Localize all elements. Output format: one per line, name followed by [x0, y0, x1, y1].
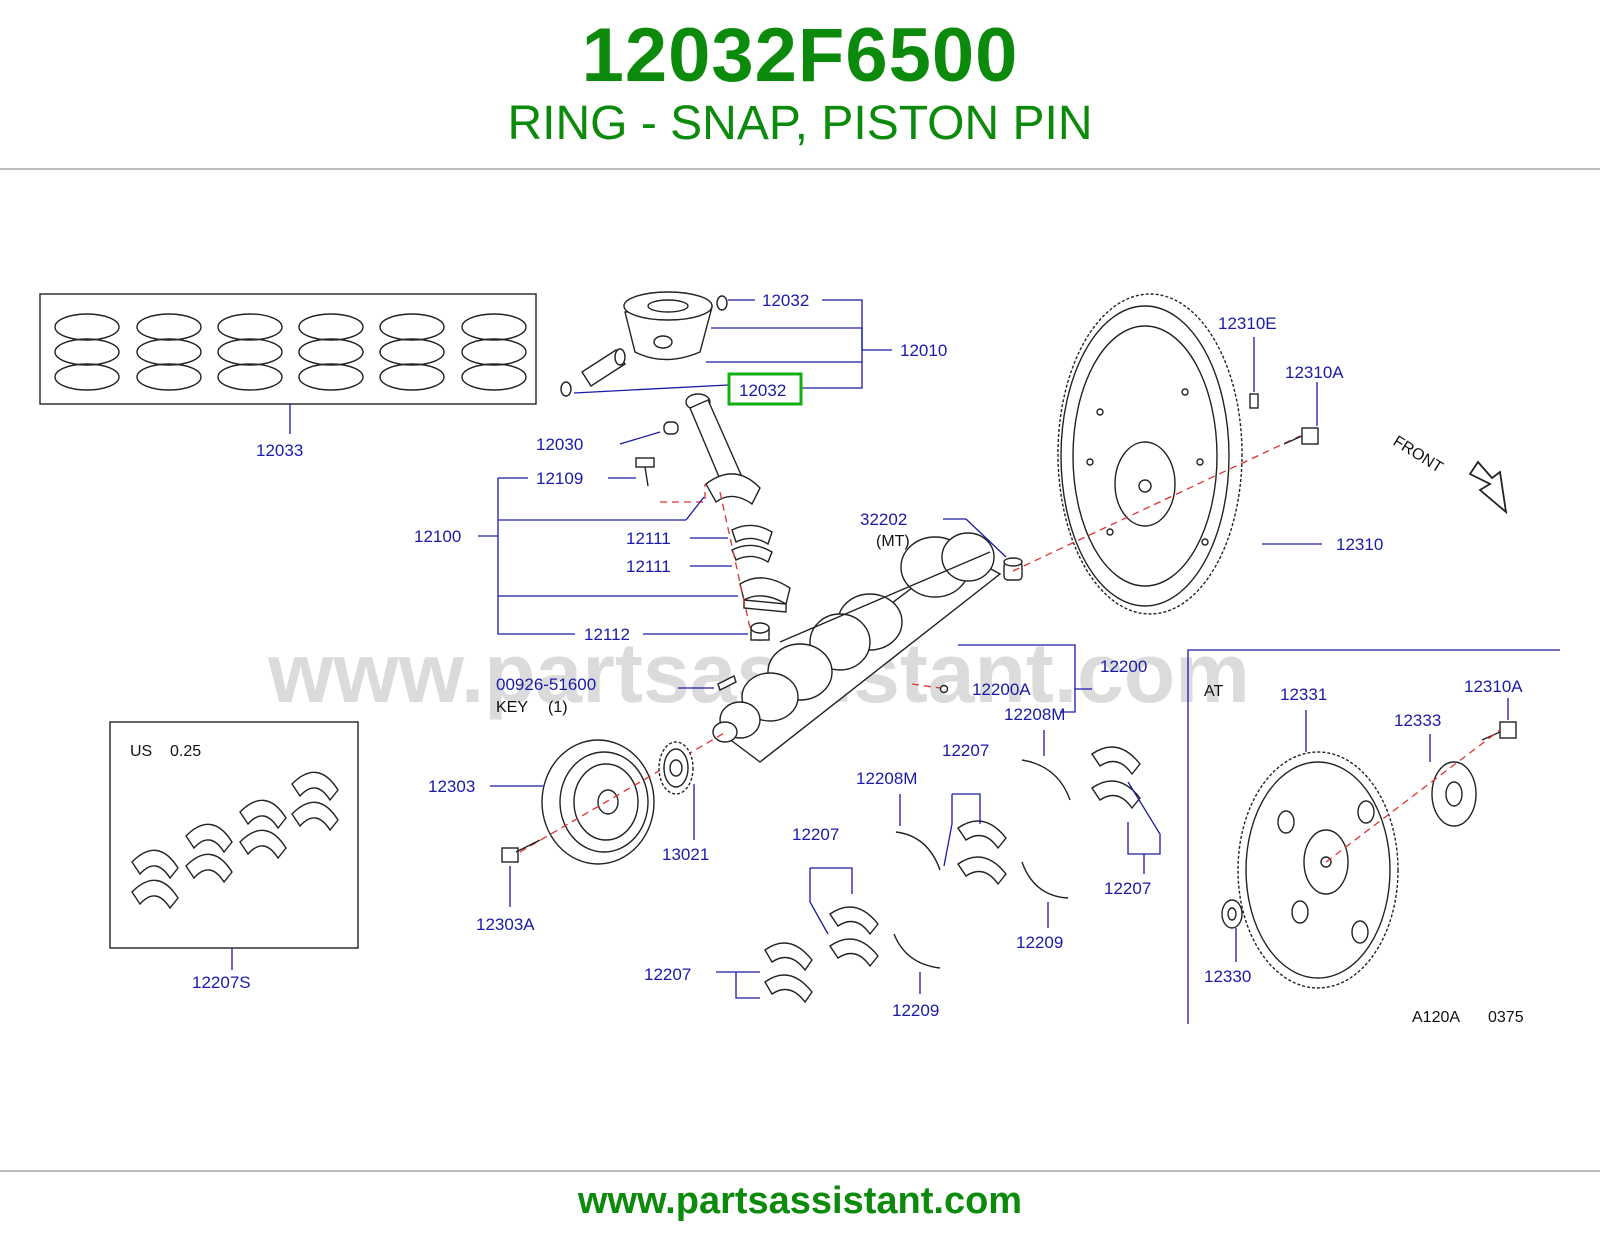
callout-32202-mt: (MT): [876, 533, 910, 550]
crank-pulley: [541, 739, 655, 865]
undersize-us-label: US: [130, 743, 152, 760]
callout-12209-b[interactable]: 12209: [892, 1001, 939, 1020]
dowel-pin: [1249, 393, 1259, 409]
rod-bolt: [635, 457, 655, 487]
callout-00926-51600[interactable]: 00926-51600: [496, 675, 596, 694]
piston: [623, 291, 713, 361]
callout-12310e[interactable]: 12310E: [1218, 314, 1277, 333]
callout-12200a[interactable]: 12200A: [972, 680, 1031, 699]
connecting-rod: [663, 393, 761, 506]
callout-12100[interactable]: 12100: [414, 527, 461, 546]
callout-12112[interactable]: 12112: [584, 625, 630, 644]
callout-12032-upper[interactable]: 12032: [762, 291, 809, 310]
callout-12333[interactable]: 12333: [1394, 711, 1441, 730]
flywheel: [1057, 293, 1243, 615]
snap-ring-upper: [716, 295, 728, 311]
callout-12330[interactable]: 12330: [1204, 967, 1251, 986]
callout-12200[interactable]: 12200: [1100, 657, 1147, 676]
rod-bushing: [663, 421, 679, 435]
callout-12331[interactable]: 12331: [1280, 685, 1327, 704]
callout-12030[interactable]: 12030: [536, 435, 583, 454]
callout-12111-a[interactable]: 12111: [626, 529, 671, 548]
footer-url[interactable]: www.partsassistant.com: [577, 1180, 1023, 1222]
callout-12209-a[interactable]: 12209: [1016, 933, 1063, 952]
callout-12208m-b[interactable]: 12208M: [1004, 705, 1065, 724]
spacer: [1221, 899, 1243, 929]
callout-12310a[interactable]: 12310A: [1285, 363, 1344, 382]
header-divider: [0, 168, 1600, 170]
callout-12207-d[interactable]: 12207: [644, 965, 691, 984]
drive-plate-bolt: [1481, 721, 1517, 741]
at-section-label: AT: [1204, 683, 1223, 700]
part-description: RING - SNAP, PISTON PIN: [507, 97, 1093, 150]
front-label: FRONT: [1390, 433, 1446, 477]
crank-sprocket: [658, 741, 694, 795]
callout-12111-b[interactable]: 12111: [626, 557, 671, 576]
pulley-bolt: [501, 839, 541, 863]
callout-12208m-a[interactable]: 12208M: [856, 769, 917, 788]
undersize-bearing-box: [109, 721, 359, 949]
callout-12010[interactable]: 12010: [900, 341, 947, 360]
undersize-bearing-shells: [131, 771, 339, 910]
key-label: KEY: [496, 699, 528, 716]
highlight-box-12032: [727, 372, 803, 406]
rod-cap: [739, 577, 791, 613]
main-bearing-shells: [764, 746, 1141, 1004]
reinforcement-plate: [1431, 761, 1477, 827]
callout-12207-a[interactable]: 12207: [942, 741, 989, 760]
crank-key: [717, 675, 737, 691]
undersize-size-label: 0.25: [170, 743, 201, 760]
flywheel-bolt: [1283, 427, 1319, 445]
callout-12207-b[interactable]: 12207: [1104, 879, 1151, 898]
callout-12109[interactable]: 12109: [536, 469, 583, 488]
piston-ring-set: [39, 293, 537, 434]
front-arrow-icon: [1468, 460, 1508, 515]
callout-12033[interactable]: 12033: [256, 441, 303, 460]
callout-12303[interactable]: 12303: [428, 777, 475, 796]
thrust-washers: [893, 759, 1071, 969]
rod-nut: [750, 622, 770, 641]
ref-number: 0375: [1488, 1009, 1524, 1026]
key-quantity: (1): [548, 699, 568, 716]
ref-code: A120A: [1412, 1009, 1460, 1026]
footer-divider: [0, 1170, 1600, 1172]
callout-12310[interactable]: 12310: [1336, 535, 1383, 554]
parts-diagram: www.partsassistant.com 12033 12032 12010…: [39, 291, 1560, 1026]
callout-32202[interactable]: 32202: [860, 510, 907, 529]
callout-12303a[interactable]: 12303A: [476, 915, 535, 934]
snap-ring-lower: [560, 381, 572, 397]
callout-13021[interactable]: 13021: [662, 845, 709, 864]
pilot-bushing: [1003, 557, 1023, 581]
callout-12032-highlighted[interactable]: 12032: [739, 381, 786, 400]
callout-12207s[interactable]: 12207S: [192, 973, 251, 992]
pilot-plug: [939, 684, 949, 694]
piston-pin: [581, 348, 626, 387]
page-header: 12032F6500 RING - SNAP, PISTON PIN: [0, 0, 1600, 170]
crankshaft: [712, 532, 1002, 763]
drive-plate: [1237, 751, 1399, 989]
callout-12207-c[interactable]: 12207: [792, 825, 839, 844]
part-number-title: 12032F6500: [581, 13, 1019, 98]
rod-bearing-upper: [731, 524, 773, 564]
callout-12310a-at[interactable]: 12310A: [1464, 677, 1523, 696]
